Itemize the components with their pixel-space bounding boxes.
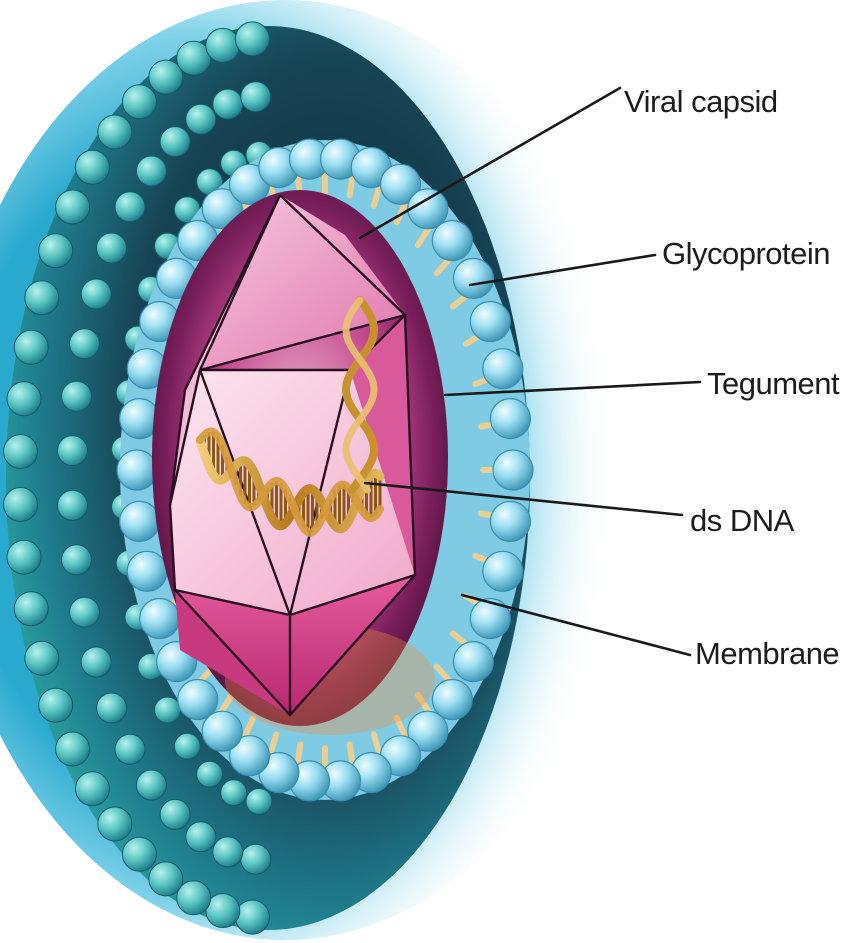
label-ds-dna: ds DNA	[690, 505, 794, 536]
label-glycoprotein: Glycoprotein	[662, 238, 830, 269]
label-membrane: Membrane	[695, 638, 839, 669]
label-viral-capsid: Viral capsid	[624, 86, 778, 117]
label-tegument: Tegument	[707, 368, 839, 399]
